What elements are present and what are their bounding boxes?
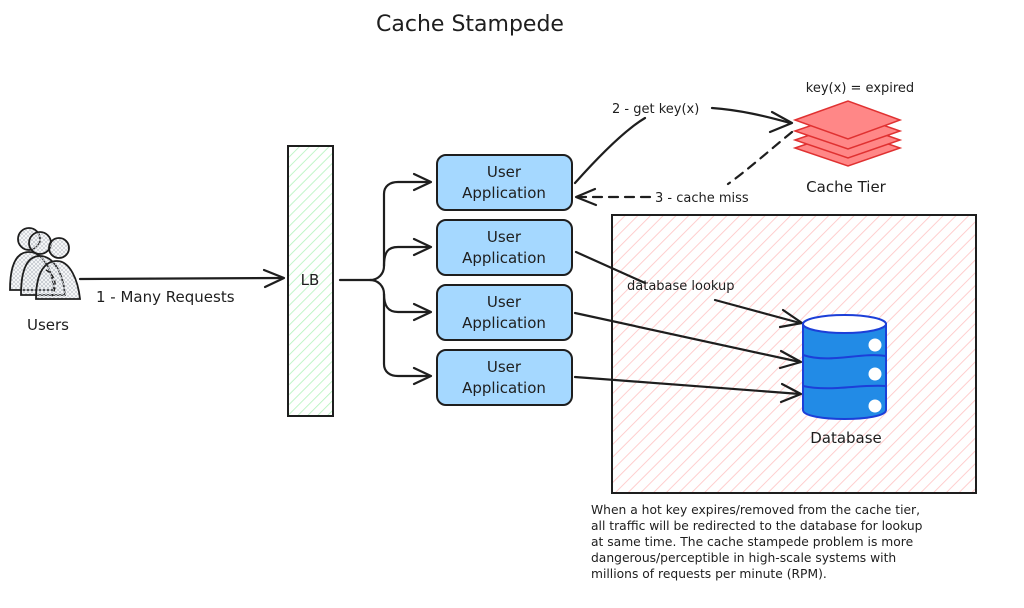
app-label-line1: User bbox=[487, 228, 522, 246]
cache-status-label: key(x) = expired bbox=[806, 81, 914, 96]
app-label-line1: User bbox=[487, 358, 522, 376]
edge-label-get-key: 2 - get key(x) bbox=[612, 102, 699, 117]
app-label-line1: User bbox=[487, 163, 522, 181]
note-line: at same time. The cache stampede problem… bbox=[591, 535, 914, 549]
load-balancer-label: LB bbox=[301, 271, 320, 289]
edge-label-database-lookup: database lookup bbox=[627, 279, 735, 294]
database-icon[interactable] bbox=[802, 314, 887, 420]
cache-tier-icon[interactable] bbox=[792, 100, 903, 167]
arrows-app-to-db bbox=[573, 250, 804, 404]
app-node-1[interactable]: User Application bbox=[436, 154, 573, 211]
note-line: all traffic will be redirected to the da… bbox=[591, 519, 923, 533]
users-icon bbox=[9, 227, 82, 300]
app-label-line2: Application bbox=[462, 249, 546, 267]
load-balancer[interactable]: LB bbox=[287, 145, 334, 417]
fanout-arrows bbox=[338, 172, 433, 386]
users-label: Users bbox=[27, 316, 69, 334]
app-label-line2: Application bbox=[462, 184, 546, 202]
database-label: Database bbox=[810, 429, 882, 447]
app-label-line2: Application bbox=[462, 314, 546, 332]
arrow-cache-miss bbox=[574, 130, 794, 207]
edge-label-cache-miss: 3 - cache miss bbox=[655, 191, 749, 206]
app-label-line1: User bbox=[487, 293, 522, 311]
arrow-get-key bbox=[573, 106, 794, 185]
arrow-users-to-lb bbox=[78, 268, 286, 289]
app-label-line2: Application bbox=[462, 379, 546, 397]
note-line: When a hot key expires/removed from the … bbox=[591, 503, 921, 517]
note-line: dangerous/perceptible in high-scale syst… bbox=[591, 551, 897, 565]
note-line: millions of requests per minute (RPM). bbox=[591, 567, 827, 581]
app-node-2[interactable]: User Application bbox=[436, 219, 573, 276]
cache-tier-label: Cache Tier bbox=[806, 178, 887, 196]
edge-label-many-requests: 1 - Many Requests bbox=[96, 288, 235, 306]
explanation-note: When a hot key expires/removed from the … bbox=[591, 502, 1011, 582]
app-node-3[interactable]: User Application bbox=[436, 284, 573, 341]
database-zone bbox=[611, 214, 977, 494]
diagram-title: Cache Stampede bbox=[376, 12, 564, 37]
app-node-4[interactable]: User Application bbox=[436, 349, 573, 406]
